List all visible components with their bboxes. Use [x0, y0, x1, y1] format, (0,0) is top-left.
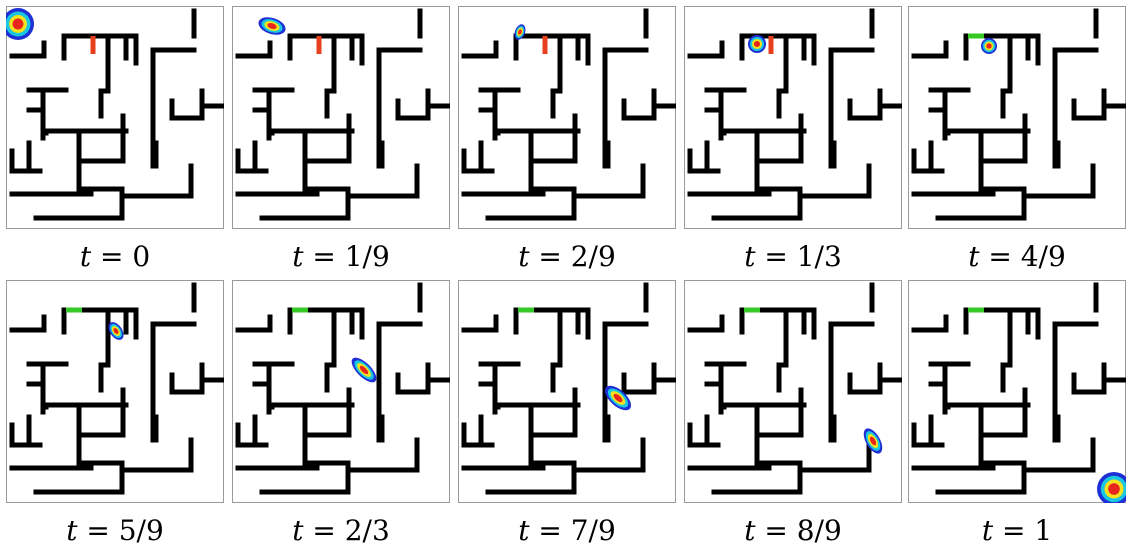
- time-caption: t = 8/9: [684, 514, 902, 547]
- maze-panel: [232, 280, 450, 503]
- density-contour: [753, 40, 761, 48]
- density-contour: [359, 365, 369, 375]
- density-blob: [258, 17, 286, 35]
- density-contour: [869, 436, 877, 446]
- time-variable: t: [518, 240, 530, 273]
- time-equals: =: [529, 240, 571, 273]
- maze-panel: [908, 6, 1126, 229]
- time-equals: =: [529, 514, 571, 547]
- time-variable: t: [66, 514, 78, 547]
- density-contour: [518, 29, 522, 35]
- time-caption: t = 0: [6, 240, 224, 273]
- time-caption: t = 1/9: [232, 240, 450, 273]
- time-value: 1: [1034, 514, 1053, 547]
- maze-panel: [458, 6, 676, 229]
- time-caption: t = 2/9: [458, 240, 676, 273]
- time-variable: t: [968, 240, 980, 273]
- time-value: 7/9: [570, 514, 616, 547]
- time-equals: =: [979, 240, 1021, 273]
- time-caption: t = 1/3: [684, 240, 902, 273]
- time-value: 8/9: [796, 514, 842, 547]
- time-equals: =: [993, 514, 1035, 547]
- density-contour: [113, 327, 119, 335]
- time-equals: =: [91, 240, 133, 273]
- density-blob: [863, 428, 883, 454]
- maze-figure: [6, 280, 224, 503]
- maze-panel: [6, 280, 224, 503]
- maze-figure: [458, 6, 676, 229]
- maze-panel: [6, 6, 224, 229]
- time-value: 1/3: [796, 240, 842, 273]
- time-caption: t = 7/9: [458, 514, 676, 547]
- maze-figure: [6, 6, 224, 229]
- maze-figure: [458, 280, 676, 503]
- time-variable: t: [292, 240, 304, 273]
- maze-figure: [232, 280, 450, 503]
- time-variable: t: [744, 240, 756, 273]
- density-blob: [748, 35, 766, 53]
- maze-figure: [232, 6, 450, 229]
- density-contour: [986, 43, 992, 49]
- time-equals: =: [77, 514, 119, 547]
- time-value: 2/9: [570, 240, 616, 273]
- time-caption: t = 4/9: [908, 240, 1126, 273]
- density-blob: [514, 24, 526, 40]
- time-caption: t = 2/3: [232, 514, 450, 547]
- maze-panel: [232, 6, 450, 229]
- density-contour: [12, 18, 24, 30]
- density-blob: [604, 385, 632, 411]
- time-variable: t: [79, 240, 92, 273]
- time-value: 5/9: [118, 514, 164, 547]
- maze-panel: [684, 6, 902, 229]
- maze-figure: [908, 6, 1126, 229]
- time-caption: t = 1: [908, 514, 1126, 547]
- maze-panel: [908, 280, 1126, 503]
- density-blob: [6, 8, 34, 40]
- time-equals: =: [303, 514, 345, 547]
- density-contour: [613, 393, 623, 403]
- density-contour: [267, 23, 277, 29]
- time-caption: t = 5/9: [6, 514, 224, 547]
- time-value: 1/9: [344, 240, 390, 273]
- density-blob: [981, 38, 997, 54]
- time-value: 4/9: [1020, 240, 1066, 273]
- time-equals: =: [755, 240, 797, 273]
- maze-panel: [458, 280, 676, 503]
- time-equals: =: [303, 240, 345, 273]
- density-blob: [108, 322, 124, 340]
- time-variable: t: [981, 514, 994, 547]
- density-blob: [351, 357, 377, 383]
- time-equals: =: [755, 514, 797, 547]
- maze-figure: [684, 6, 902, 229]
- density-blob: [1097, 472, 1126, 503]
- time-value: 0: [132, 240, 151, 273]
- density-contour: [1108, 483, 1120, 495]
- time-value: 2/3: [344, 514, 390, 547]
- maze-figure: [908, 280, 1126, 503]
- maze-figure: [684, 280, 902, 503]
- time-variable: t: [744, 514, 756, 547]
- time-variable: t: [292, 514, 304, 547]
- time-variable: t: [518, 514, 530, 547]
- maze-panel: [684, 280, 902, 503]
